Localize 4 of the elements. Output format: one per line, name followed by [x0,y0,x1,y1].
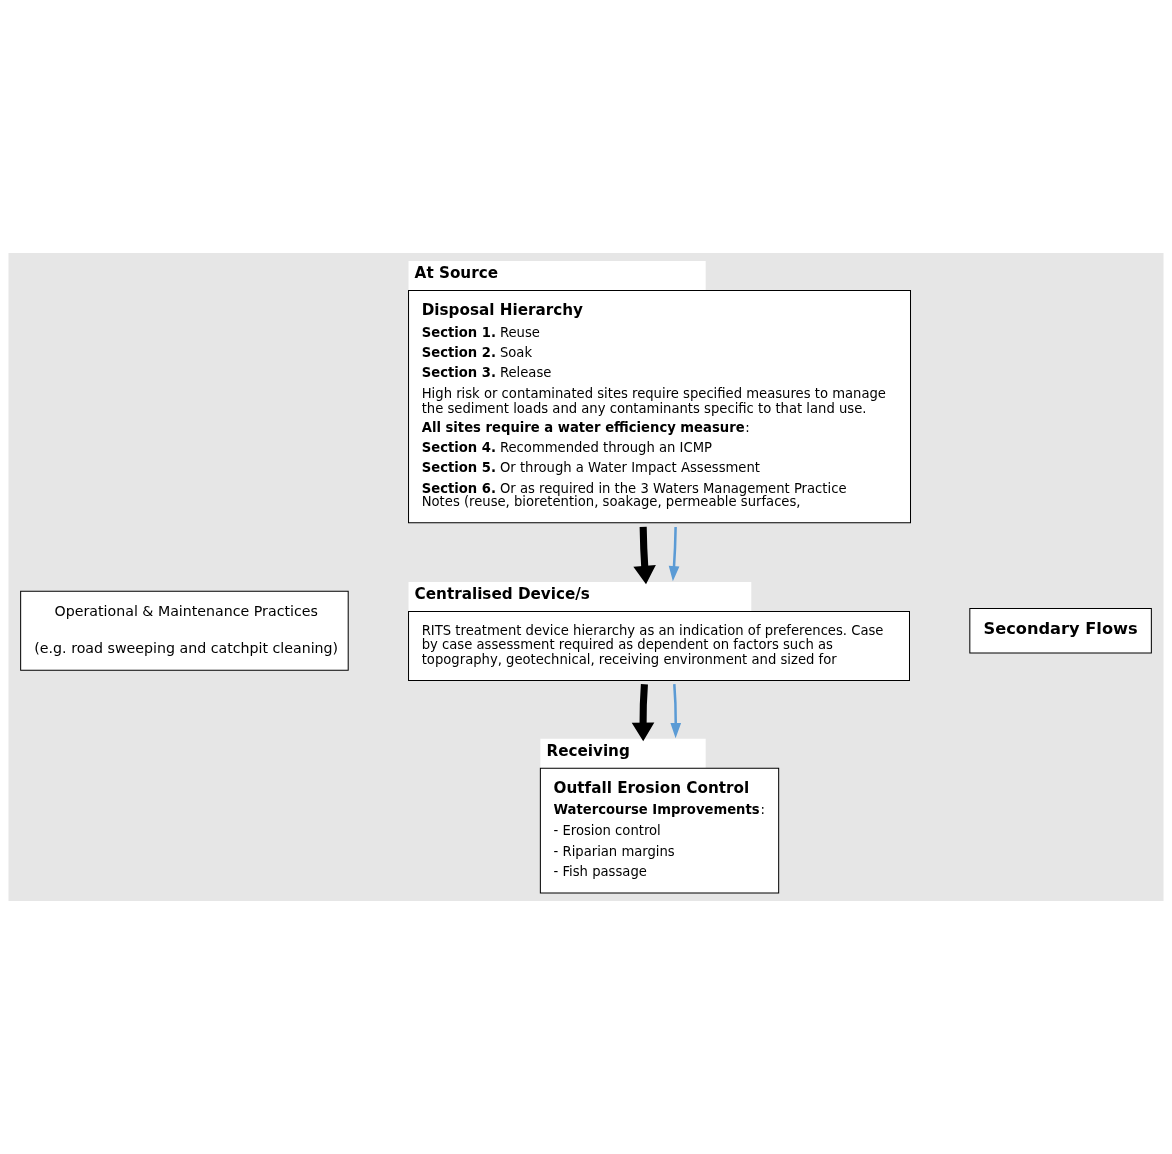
arrow [633,526,656,585]
arrow [631,683,655,742]
arrow [670,684,682,739]
arrow [668,526,680,582]
